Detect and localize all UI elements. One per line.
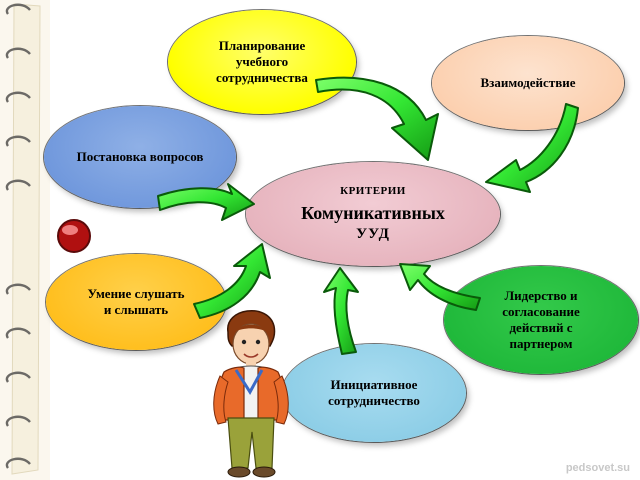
node-leadership: Лидерство и согласование действий с парт…: [444, 266, 638, 374]
center-line1: КРИТЕРИИ: [340, 184, 406, 197]
center-line3: УУД: [356, 225, 390, 242]
node-interaction-label: Взаимодействие: [480, 74, 576, 90]
node-planning: Планирование учебного сотрудничества: [168, 10, 356, 114]
node-leadership-label: Лидерство и согласование действий с парт…: [502, 287, 580, 352]
boy-character-icon: [213, 310, 289, 478]
node-initiative-label: Инициативное сотрудничество: [328, 376, 420, 408]
red-ball-icon: [57, 219, 91, 253]
watermark: pedsovet.su: [565, 462, 630, 474]
node-interaction: Взаимодействие: [432, 36, 624, 130]
node-initiative: Инициативное сотрудничество: [282, 344, 466, 442]
center-line2: Комуникативных: [301, 203, 445, 224]
node-questions: Постановка вопросов: [44, 106, 236, 208]
node-listening-label: Умение слушать и слышать: [87, 285, 185, 317]
node-center-criteria: КРИТЕРИИ Комуникативных УУД: [246, 162, 500, 266]
node-questions-label: Постановка вопросов: [76, 148, 204, 164]
node-listening: Умение слушать и слышать: [46, 254, 226, 350]
note-rings: [0, 0, 50, 480]
node-planning-label: Планирование учебного сотрудничества: [216, 37, 308, 86]
